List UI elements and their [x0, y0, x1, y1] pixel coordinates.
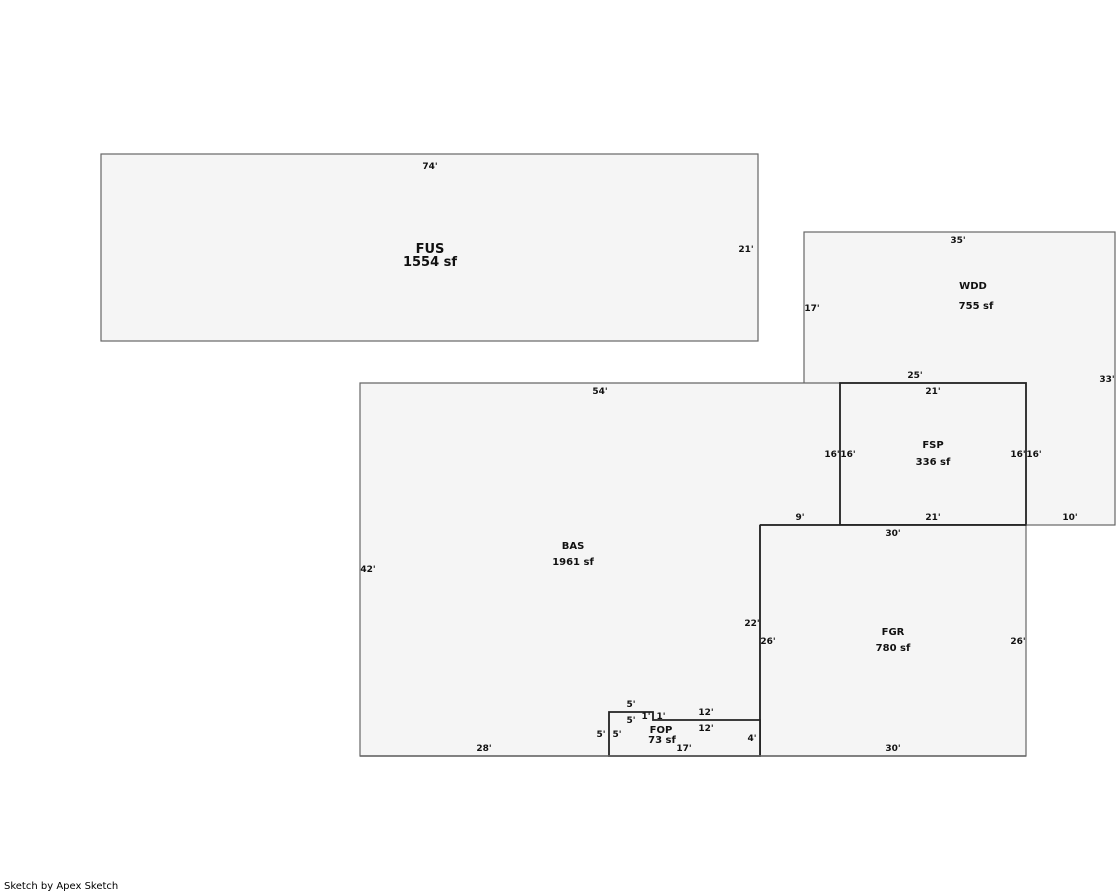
fsp-area — [839, 382, 1027, 526]
dim-label: 35' — [950, 236, 965, 246]
fgr-size: 780 sf — [876, 643, 911, 654]
dim-label: 26' — [1010, 637, 1025, 647]
sketch-credit: Sketch by Apex Sketch — [4, 881, 119, 892]
fop-size: 73 sf — [648, 735, 676, 746]
dim-label: 21' — [925, 513, 940, 523]
wdd-size: 755 sf — [959, 301, 994, 312]
dim-label: 5' — [626, 700, 635, 710]
dim-label: 16' — [840, 450, 855, 460]
fgr-code: FGR — [882, 627, 905, 638]
fus-area — [100, 153, 759, 342]
dim-label: 22' — [744, 619, 759, 629]
dim-label: 74' — [422, 162, 437, 172]
dim-label: 16' — [824, 450, 839, 460]
fsp-code: FSP — [922, 440, 943, 451]
dim-label: 5' — [612, 730, 621, 740]
dim-label: 5' — [626, 716, 635, 726]
dim-label: 1' — [641, 712, 650, 722]
dim-label: 12' — [698, 724, 713, 734]
fus-size: 1554 sf — [403, 255, 457, 270]
dim-label: 5' — [596, 730, 605, 740]
dim-label: 25' — [907, 371, 922, 381]
dim-label: 12' — [698, 708, 713, 718]
fsp-size: 336 sf — [916, 457, 951, 468]
bas-code: BAS — [562, 541, 585, 552]
wdd-code: WDD — [959, 281, 987, 292]
dim-label: 42' — [360, 565, 375, 575]
bas-size: 1961 sf — [552, 557, 594, 568]
dim-label: 17' — [804, 304, 819, 314]
dim-label: 9' — [795, 513, 804, 523]
dim-label: 30' — [885, 529, 900, 539]
dim-label: 30' — [885, 744, 900, 754]
dim-label: 21' — [925, 387, 940, 397]
fus-code: FUS — [416, 242, 445, 257]
dim-label: 21' — [738, 245, 753, 255]
dim-label: 33' — [1099, 375, 1114, 385]
dim-label: 4' — [747, 734, 756, 744]
dim-label: 54' — [592, 387, 607, 397]
dim-label: 26' — [760, 637, 775, 647]
dim-label: 1' — [656, 712, 665, 722]
dim-label: 17' — [676, 744, 691, 754]
dim-label: 10' — [1062, 513, 1077, 523]
dim-label: 16' — [1010, 450, 1025, 460]
fop-code: FOP — [650, 725, 673, 736]
fgr-area — [759, 524, 1027, 757]
dim-label: 28' — [476, 744, 491, 754]
dim-label: 16' — [1026, 450, 1041, 460]
